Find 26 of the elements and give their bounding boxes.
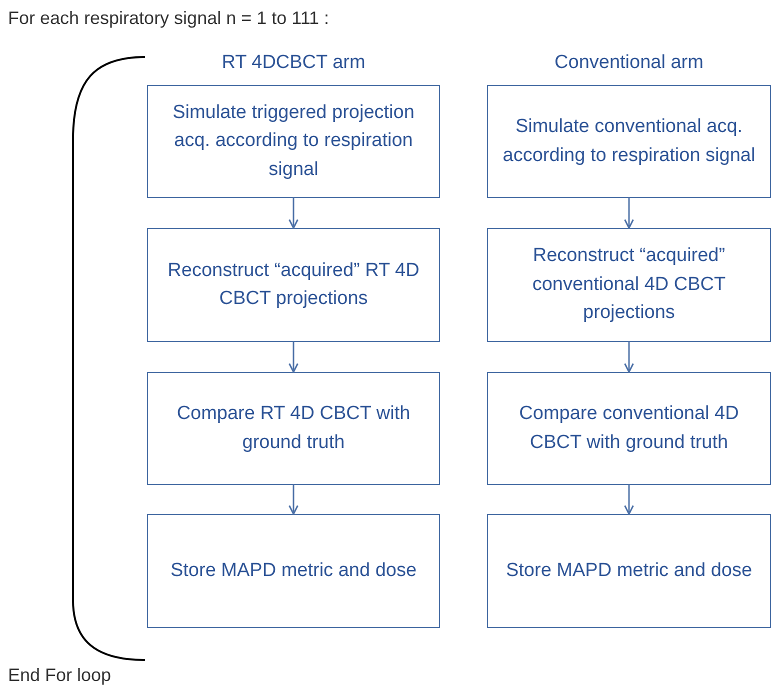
arrow bbox=[288, 485, 298, 515]
process-box bbox=[487, 228, 771, 342]
process-box bbox=[147, 228, 440, 342]
process-box bbox=[147, 514, 440, 628]
step-text: Simulate triggered projection acq. according to respiration signal bbox=[172, 100, 416, 182]
step-text: Store MAPD metric and dose bbox=[170, 558, 417, 583]
column-heading: RT 4DCBCT arm bbox=[220, 52, 366, 74]
step-text: Simulate conventional acq. according to respiration signal bbox=[502, 115, 756, 168]
step-text: Compare conventional 4D CBCT with ground truth bbox=[518, 402, 740, 454]
step-text: Store MAPD metric and dose bbox=[506, 558, 752, 583]
step-text: Reconstruct “acquired” conventional 4D CBCT projections bbox=[531, 244, 727, 326]
process-box bbox=[487, 85, 771, 198]
title: For each respiratory signal n = 1 to 111 : bbox=[8, 8, 330, 29]
step-text: Reconstruct “acquired” RT 4D CBCT projections bbox=[166, 258, 420, 311]
loop-end-label: End For loop bbox=[8, 665, 112, 686]
arrow bbox=[288, 342, 298, 373]
arrow bbox=[624, 198, 634, 229]
step-text: Compare RT 4D CBCT with ground truth bbox=[176, 402, 412, 454]
arrow bbox=[288, 198, 298, 229]
arrow bbox=[624, 485, 634, 515]
arrow bbox=[624, 342, 634, 373]
column-heading: Conventional arm bbox=[554, 52, 704, 74]
process-box bbox=[487, 372, 771, 485]
process-box bbox=[487, 514, 771, 628]
process-box bbox=[147, 372, 440, 485]
process-box bbox=[147, 85, 440, 198]
